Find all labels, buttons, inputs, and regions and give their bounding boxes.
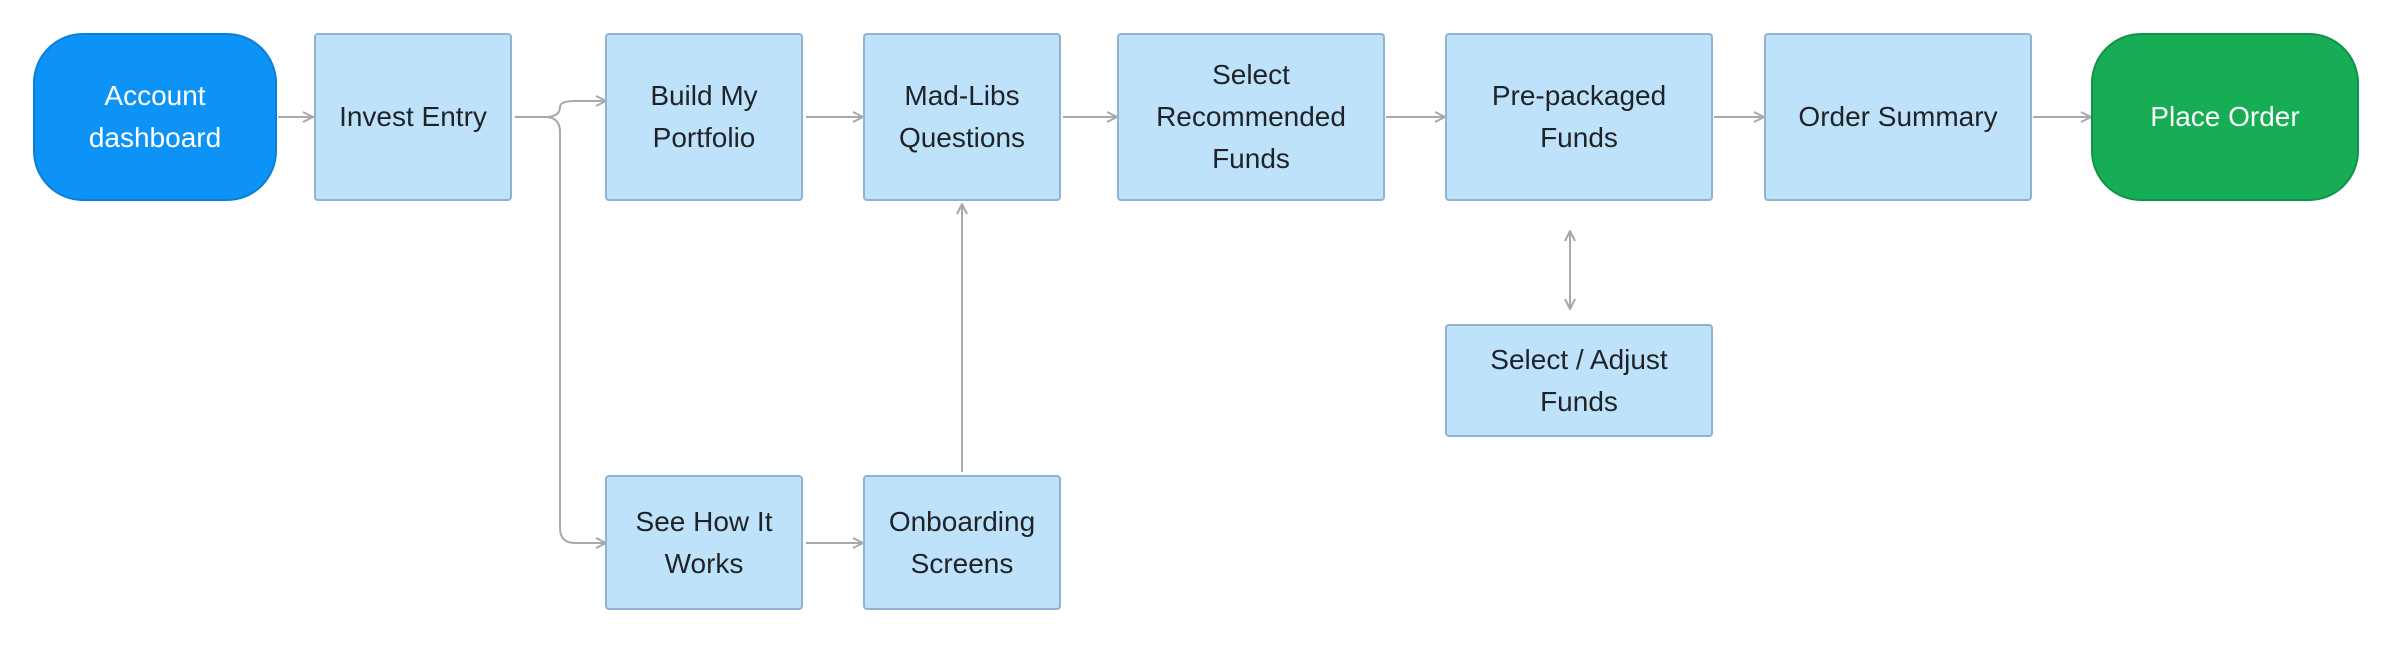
node-select-adjust-funds[interactable]: Select / Adjust Funds <box>1445 324 1713 437</box>
node-see-how-it-works[interactable]: See How It Works <box>605 475 803 610</box>
node-select-recommended-funds[interactable]: Select Recommended Funds <box>1117 33 1385 201</box>
node-pre-packaged-funds[interactable]: Pre-packaged Funds <box>1445 33 1713 201</box>
edge-invest-to-build <box>515 101 606 118</box>
edge-invest-to-seehow <box>544 116 606 543</box>
node-onboarding-screens[interactable]: Onboarding Screens <box>863 475 1061 610</box>
node-mad-libs-questions[interactable]: Mad-Libs Questions <box>863 33 1061 201</box>
node-place-order[interactable]: Place Order <box>2091 33 2359 201</box>
node-invest-entry[interactable]: Invest Entry <box>314 33 512 201</box>
node-order-summary[interactable]: Order Summary <box>1764 33 2032 201</box>
node-account-dashboard[interactable]: Account dashboard <box>33 33 277 201</box>
node-build-my-portfolio[interactable]: Build My Portfolio <box>605 33 803 201</box>
